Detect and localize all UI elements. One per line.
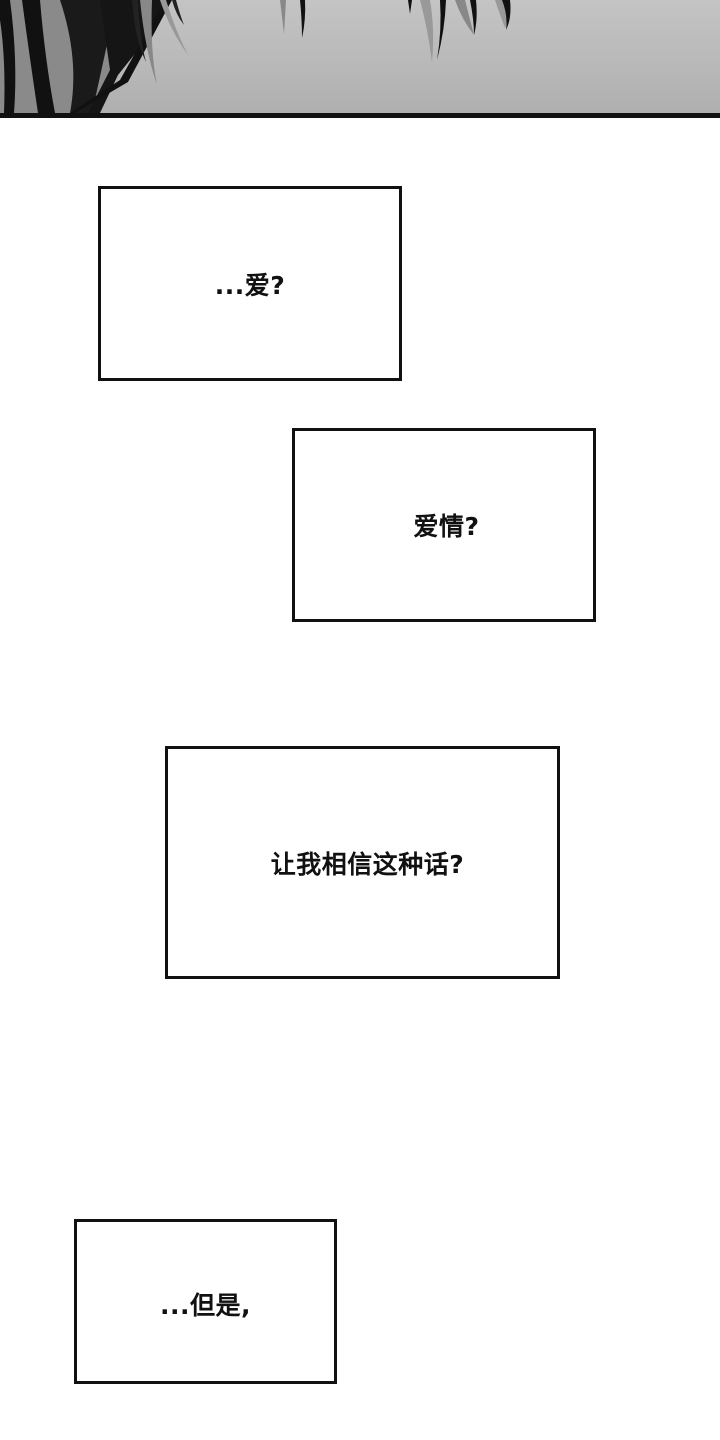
caption-box-3: 让我相信这种话? — [165, 746, 560, 979]
caption-text-3: 让我相信这种话? — [270, 849, 465, 879]
caption-text-1: ...爱? — [214, 270, 286, 300]
caption-text-2: 爱情? — [413, 512, 480, 541]
caption-box-4: ...但是, — [74, 1219, 337, 1384]
hair-strands-illustration — [0, 0, 511, 113]
caption-text-4: ...但是, — [160, 1290, 251, 1320]
panel-border — [0, 113, 720, 118]
caption-box-2: 爱情? — [292, 428, 596, 622]
caption-box-1: ...爱? — [98, 186, 402, 381]
top-comic-panel — [0, 0, 720, 113]
